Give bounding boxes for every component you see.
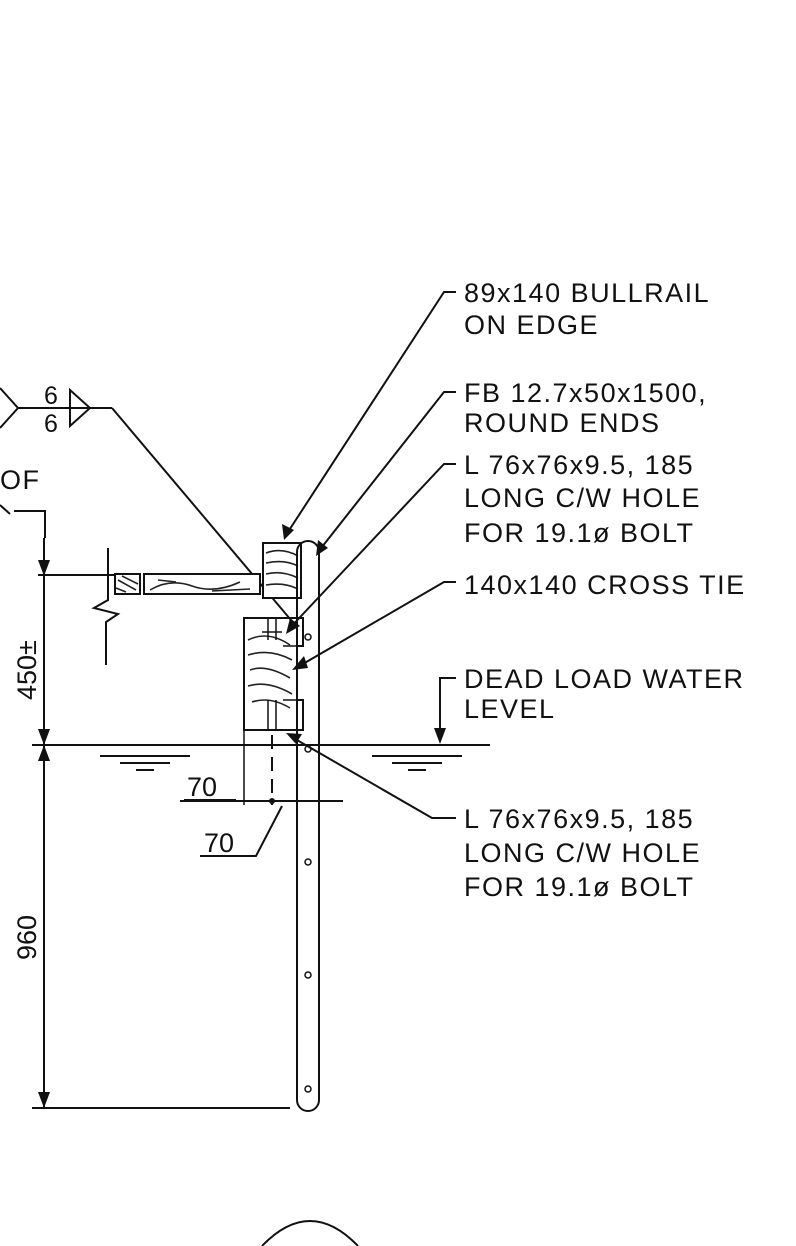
flat-bar bbox=[296, 540, 320, 1112]
weld-size-bottom: 6 bbox=[44, 410, 58, 438]
bullrail bbox=[262, 542, 302, 599]
angle-bottom-label-line1: L 76x76x9.5, 185 bbox=[464, 804, 694, 834]
callout-leaders bbox=[282, 291, 456, 819]
angle-top-label-line1: L 76x76x9.5, 185 bbox=[464, 450, 694, 480]
flatbar-label-line1: FB 12.7x50x1500, bbox=[464, 378, 707, 408]
dim-depth-below-water: 960 bbox=[12, 915, 42, 960]
angle-top-label-line3: FOR 19.1ø BOLT bbox=[464, 518, 695, 548]
dim-offset-upper: 70 bbox=[187, 772, 217, 802]
water-level bbox=[32, 677, 490, 771]
cross-tie bbox=[243, 617, 304, 805]
cross-tie-label: 140x140 CROSS TIE bbox=[464, 570, 746, 600]
bullrail-label-line1: 89x140 BULLRAIL bbox=[464, 278, 710, 308]
vertical-dimensions: 450± 960 bbox=[12, 538, 290, 1109]
section-marker-circle bbox=[261, 1220, 359, 1246]
angle-bottom-label-line3: FOR 19.1ø BOLT bbox=[464, 872, 695, 902]
water-level-label-line1: DEAD LOAD WATER bbox=[464, 664, 745, 694]
dim-offset-lower: 70 bbox=[204, 828, 234, 858]
dim-height-above-water: 450± bbox=[12, 640, 42, 700]
offset-dimensions: 70 70 bbox=[180, 730, 343, 858]
deck-planks bbox=[38, 548, 261, 665]
water-level-label-line2: LEVEL bbox=[464, 694, 556, 724]
weld-symbol: 6 6 bbox=[0, 382, 297, 627]
partial-leader bbox=[0, 504, 46, 538]
bullrail-label-line2: ON EDGE bbox=[464, 310, 599, 340]
flatbar-label-line2: ROUND ENDS bbox=[464, 408, 661, 438]
partial-of-label: OF bbox=[0, 465, 41, 495]
weld-size-top: 6 bbox=[44, 382, 58, 410]
angle-bottom-label-line2: LONG C/W HOLE bbox=[464, 838, 701, 868]
angle-top-label-line2: LONG C/W HOLE bbox=[464, 483, 701, 513]
